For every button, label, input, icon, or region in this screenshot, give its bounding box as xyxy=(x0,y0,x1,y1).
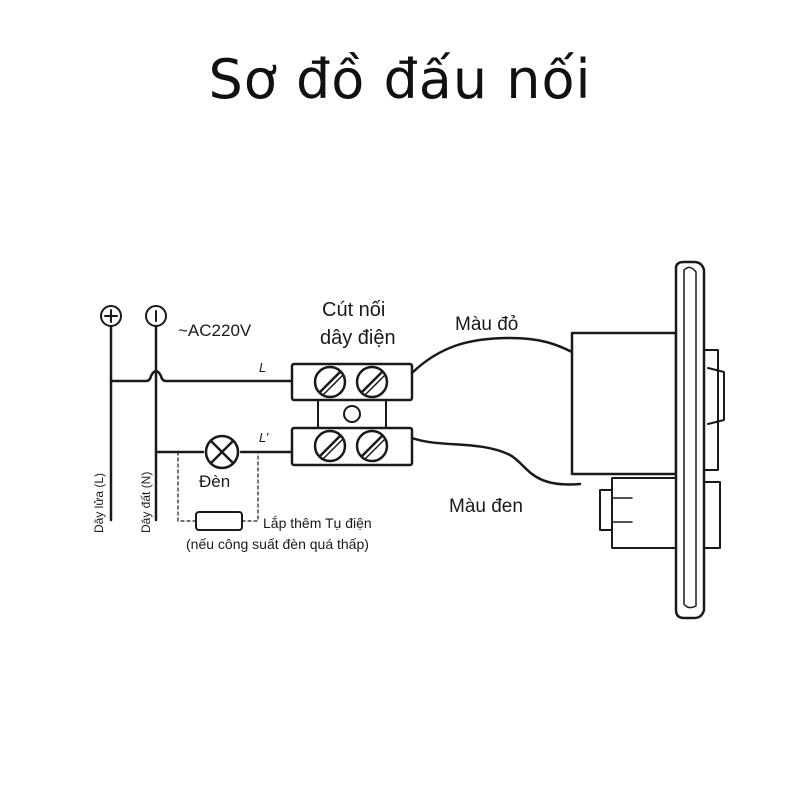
black-wire xyxy=(410,436,582,486)
lamp-icon xyxy=(204,434,240,470)
capacitor-label: Lắp thêm Tụ điện xyxy=(263,515,372,531)
switch-device xyxy=(570,260,725,620)
plus-terminal-icon xyxy=(100,305,122,327)
red-wire-label: Màu đỏ xyxy=(455,314,518,335)
screw-icon xyxy=(355,365,389,399)
red-wire xyxy=(410,336,574,375)
live-wire-label: Dây lửa (L) xyxy=(92,473,106,533)
page-title: Sơ đồ đấu nối xyxy=(208,48,592,111)
connector-block xyxy=(290,362,414,467)
capacitor-note: (nếu công suất đèn quá thấp) xyxy=(186,536,369,552)
connector-label-line1: Cút nối xyxy=(322,299,385,321)
black-wire-label: Màu đen xyxy=(449,496,523,517)
screw-icon xyxy=(355,429,389,463)
connector-label-line2: dây điện xyxy=(320,327,396,349)
l-line xyxy=(109,369,294,383)
capacitor-dashed-branch xyxy=(177,451,259,522)
capacitor-icon xyxy=(195,511,243,531)
screw-icon xyxy=(313,365,347,399)
l-prime-line-label: L’ xyxy=(259,430,270,445)
neutral-wire-label: Dây đất (N) xyxy=(139,472,153,533)
l-line-label: L xyxy=(259,360,266,375)
minus-terminal-icon xyxy=(145,305,167,327)
supply-label: ~AC220V xyxy=(178,321,252,340)
lamp-label: Đèn xyxy=(199,472,230,491)
screw-icon xyxy=(313,429,347,463)
